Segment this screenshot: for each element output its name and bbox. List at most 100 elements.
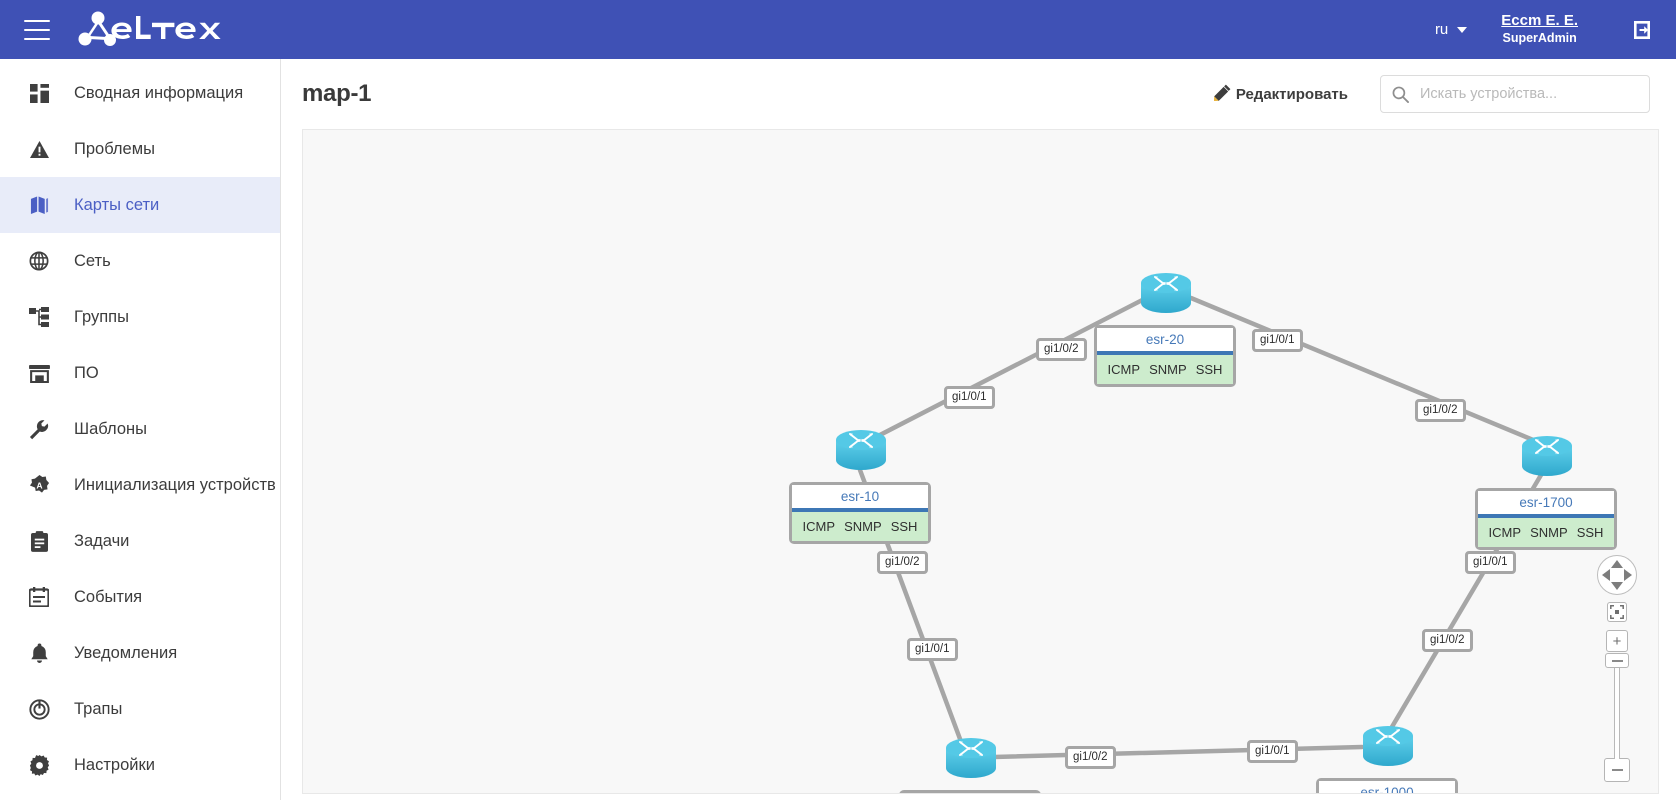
link-interface-label[interactable]: gi1/0/2	[1415, 399, 1466, 423]
pan-up-arrow-icon[interactable]	[1611, 560, 1623, 568]
link-interface-label[interactable]: gi1/0/1	[1252, 329, 1303, 353]
sidebar-item-device-init[interactable]: A Инициализация устройств	[0, 457, 280, 513]
gear-icon	[26, 752, 52, 778]
sidebar-item-settings[interactable]: Настройки	[0, 737, 280, 793]
service-badge: ICMP	[1107, 362, 1141, 377]
top-bar-right: ru Eccm E. E. SuperAdmin	[1427, 0, 1654, 59]
dashboard-icon	[26, 80, 52, 106]
content-area: map-1 Редактировать esr-20ICMPSNMPSSHesr…	[281, 59, 1676, 800]
link-interface-label[interactable]: gi1/0/1	[907, 638, 958, 662]
sidebar-item-label: Задачи	[74, 531, 130, 550]
eltex-logo[interactable]	[76, 10, 232, 50]
link-interface-label[interactable]: gi1/0/1	[944, 386, 995, 410]
zoom-slider-rail	[1614, 665, 1620, 759]
minus-icon	[1611, 769, 1623, 771]
map-controls: +	[1594, 555, 1640, 782]
hamburger-icon[interactable]	[24, 19, 50, 40]
page-header: map-1 Редактировать	[281, 59, 1676, 129]
sidebar-item-software[interactable]: ПО	[0, 345, 280, 401]
page-title: map-1	[302, 80, 372, 107]
user-name-link[interactable]: Eccm E. E.	[1501, 12, 1578, 30]
search-box[interactable]	[1380, 75, 1650, 113]
network-link[interactable]	[991, 744, 1365, 760]
bell-icon	[26, 640, 52, 666]
sidebar-item-problems[interactable]: Проблемы	[0, 121, 280, 177]
router-icon[interactable]	[1361, 724, 1415, 770]
logout-icon[interactable]	[1630, 18, 1654, 42]
pan-left-arrow-icon[interactable]	[1602, 569, 1610, 581]
device-name: esr-20	[1097, 328, 1233, 355]
zoom-in-button[interactable]: +	[1606, 630, 1628, 652]
sidebar-item-templates[interactable]: Шаблоны	[0, 401, 280, 457]
pan-down-arrow-icon[interactable]	[1611, 582, 1623, 590]
device-card[interactable]: esr-100ICMPSNMPSSH	[899, 790, 1041, 794]
sidebar-item-network[interactable]: Сеть	[0, 233, 280, 289]
warning-triangle-icon	[26, 136, 52, 162]
sidebar-item-network-maps[interactable]: Карты сети	[0, 177, 280, 233]
sidebar-item-label: Шаблоны	[74, 419, 147, 438]
edit-button[interactable]: Редактировать	[1213, 84, 1348, 105]
sidebar-item-label: Карты сети	[74, 195, 160, 214]
service-badge: ICMP	[1488, 525, 1522, 540]
network-link[interactable]	[1188, 295, 1541, 445]
language-selector[interactable]: ru	[1427, 21, 1475, 38]
calendar-icon	[26, 584, 52, 610]
network-link[interactable]	[873, 292, 1155, 440]
device-name: esr-1000	[1319, 781, 1455, 793]
power-target-icon	[26, 696, 52, 722]
svg-text:A: A	[36, 480, 42, 490]
device-name: esr-1700	[1478, 491, 1614, 518]
zoom-slider-track[interactable]	[1605, 653, 1629, 759]
sidebar-item-label: Инициализация устройств	[74, 475, 276, 494]
search-icon	[1392, 86, 1409, 103]
device-name: esr-100	[902, 793, 1038, 794]
sidebar-item-label: ПО	[74, 363, 99, 382]
service-badge: SSH	[890, 519, 918, 534]
pan-compass-icon[interactable]	[1597, 555, 1637, 595]
sidebar-item-label: Сводная информация	[74, 83, 244, 102]
router-icon[interactable]	[834, 428, 888, 474]
service-badge: SNMP	[1530, 525, 1568, 540]
service-badge: SNMP	[844, 519, 882, 534]
link-interface-label[interactable]: gi1/0/2	[1036, 338, 1087, 362]
sidebar-item-label: Сеть	[74, 251, 111, 270]
sidebar-item-events[interactable]: События	[0, 569, 280, 625]
sidebar-item-tasks[interactable]: Задачи	[0, 513, 280, 569]
map-icon	[26, 192, 52, 218]
fit-to-screen-icon[interactable]	[1607, 602, 1627, 622]
user-block: Eccm E. E. SuperAdmin	[1501, 12, 1578, 46]
zoom-slider-handle-icon[interactable]	[1605, 653, 1629, 668]
wrench-icon	[26, 416, 52, 442]
sidebar-item-label: Настройки	[74, 755, 155, 774]
edit-button-label: Редактировать	[1235, 85, 1348, 103]
service-badge: ICMP	[802, 519, 836, 534]
device-card[interactable]: esr-1000ICMPSNMPSSH	[1316, 778, 1458, 793]
sidebar: Сводная информация Проблемы Карты сети С…	[0, 59, 281, 800]
router-icon[interactable]	[944, 736, 998, 782]
sidebar-item-label: Группы	[74, 307, 129, 326]
sidebar-item-groups[interactable]: Группы	[0, 289, 280, 345]
sidebar-item-notifications[interactable]: Уведомления	[0, 625, 280, 681]
link-interface-label[interactable]: gi1/0/2	[1422, 629, 1473, 653]
sidebar-item-traps[interactable]: Трапы	[0, 681, 280, 737]
sidebar-item-summary[interactable]: Сводная информация	[0, 65, 280, 121]
language-label: ru	[1434, 21, 1449, 38]
service-badge: SSH	[1195, 362, 1223, 377]
pan-right-arrow-icon[interactable]	[1624, 569, 1632, 581]
link-interface-label[interactable]: gi1/0/2	[1065, 746, 1116, 770]
page-header-actions: Редактировать	[1213, 75, 1650, 113]
service-badge: SSH	[1576, 525, 1604, 540]
sitemap-icon	[26, 304, 52, 330]
link-interface-label[interactable]: gi1/0/1	[1465, 551, 1516, 575]
router-icon[interactable]	[1139, 271, 1193, 317]
link-interface-label[interactable]: gi1/0/2	[877, 551, 928, 575]
zoom-out-button[interactable]	[1604, 758, 1630, 782]
link-interface-label[interactable]: gi1/0/1	[1247, 740, 1298, 764]
router-icon[interactable]	[1520, 434, 1574, 480]
search-input[interactable]	[1418, 85, 1638, 103]
clipboard-icon	[26, 528, 52, 554]
